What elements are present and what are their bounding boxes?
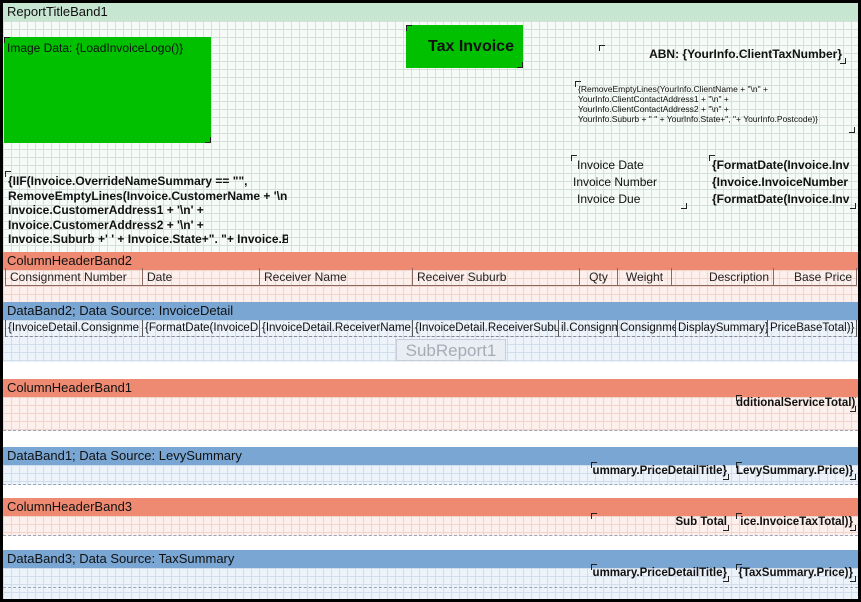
- levy-summary-title[interactable]: ummary.PriceDetailTitle}: [591, 462, 729, 480]
- detail-cell-description[interactable]: DisplaySummary}: [675, 320, 767, 337]
- col-header-receiver-name[interactable]: Receiver Name: [259, 268, 412, 286]
- invoice-values-block[interactable]: {FormatDate(Invoice.Inv {Invoice.Invoice…: [709, 155, 856, 209]
- invoice-due-label: Invoice Due: [577, 192, 641, 206]
- band-bottom-line: [3, 430, 858, 431]
- col-header-receiver-suburb[interactable]: Receiver Suburb: [412, 268, 579, 286]
- invoice-number-value: {Invoice.InvoiceNumber: [712, 175, 849, 189]
- band-header-column-header-3[interactable]: ColumnHeaderBand3: [3, 498, 858, 516]
- levy-summary-price[interactable]: LevySummary.Price)}: [736, 462, 856, 480]
- band-header-data-band-3[interactable]: DataBand3; Data Source: TaxSummary: [3, 550, 858, 568]
- data-band-1-area[interactable]: [3, 465, 858, 485]
- logo-image[interactable]: Image Data: {LoadInvoiceLogo()}: [4, 37, 211, 143]
- detail-cell-receiver-suburb[interactable]: {InvoiceDetail.ReceiverSubu: [412, 320, 558, 337]
- address-line: YourInfo.Suburb + " " + YourInfo.State+"…: [578, 114, 819, 124]
- col-header-description[interactable]: Description: [671, 268, 773, 286]
- customer-line: RemoveEmptyLines(Invoice.CustomerName + …: [8, 188, 288, 203]
- column-header-band-2-area[interactable]: [3, 270, 858, 302]
- customer-line: Invoice.CustomerAddress1 + '\n' +: [8, 203, 204, 217]
- company-address-block[interactable]: {RemoveEmptyLines(YourInfo.ClientName + …: [575, 81, 855, 133]
- tax-invoice-title[interactable]: Tax Invoice: [406, 25, 523, 68]
- detail-cell-receiver-name[interactable]: {InvoiceDetail.ReceiverName: [259, 320, 412, 337]
- tax-invoice-text: Tax Invoice: [428, 38, 514, 55]
- invoice-labels-block[interactable]: Invoice Date Invoice Number Invoice Due: [571, 155, 687, 209]
- detail-cell-base-price[interactable]: PriceBaseTotal)}: [767, 320, 857, 337]
- col-header-consignment-number[interactable]: Consignment Number: [5, 268, 142, 286]
- band-bottom-line: [3, 535, 858, 536]
- band-bottom-line: [3, 587, 858, 588]
- detail-cell-weight[interactable]: Consignme: [617, 320, 675, 337]
- band-header-report-title[interactable]: ReportTitleBand1: [3, 3, 858, 21]
- tax-summary-title[interactable]: ummary.PriceDetailTitle}: [591, 564, 729, 582]
- address-line: {RemoveEmptyLines(YourInfo.ClientName + …: [578, 84, 768, 94]
- band-bottom-line: [3, 484, 858, 485]
- address-line: YourInfo.ClientContactAddress2 + "\n" +: [578, 104, 729, 114]
- customer-line: {IIF(Invoice.OverrideNameSummary == "",: [8, 174, 248, 188]
- data-band-3-area[interactable]: [3, 568, 858, 599]
- col-header-date[interactable]: Date: [142, 268, 259, 286]
- customer-address-block[interactable]: {IIF(Invoice.OverrideNameSummary == "", …: [5, 171, 288, 243]
- customer-line: Invoice.Suburb +' ' + Invoice.State+", "…: [8, 232, 288, 243]
- band-header-column-header-2[interactable]: ColumnHeaderBand2: [3, 252, 858, 270]
- invoice-number-label: Invoice Number: [573, 175, 658, 189]
- band-header-column-header-1[interactable]: ColumnHeaderBand1: [3, 379, 858, 397]
- invoice-tax-total[interactable]: ice.InvoiceTaxTotal)}: [736, 513, 856, 531]
- customer-line: Invoice.CustomerAddress2 + '\n' +: [8, 217, 204, 232]
- abn-text[interactable]: ABN: {YourInfo.ClientTaxNumber}: [599, 45, 846, 64]
- additional-service-total[interactable]: dditionalServiceTotal)}: [736, 395, 856, 412]
- band-header-data-band-2[interactable]: DataBand2; Data Source: InvoiceDetail: [3, 302, 858, 320]
- subreport-1[interactable]: SubReport1: [396, 339, 506, 361]
- invoice-due-value: {FormatDate(Invoice.Inv: [712, 192, 850, 206]
- invoice-date-label: Invoice Date: [577, 158, 644, 172]
- invoice-date-value: {FormatDate(Invoice.Inv: [712, 158, 850, 172]
- column-header-band-3-area[interactable]: [3, 516, 858, 536]
- detail-cell-date[interactable]: {FormatDate(InvoiceD: [142, 320, 259, 337]
- logo-image-label: Image Data: {LoadInvoiceLogo()}: [7, 41, 184, 55]
- band-header-data-band-1[interactable]: DataBand1; Data Source: LevySummary: [3, 447, 858, 465]
- column-header-band-1-area[interactable]: [3, 397, 858, 431]
- report-page: ReportTitleBand1 Image Data: {LoadInvoic…: [3, 3, 858, 599]
- col-header-qty[interactable]: Qty: [579, 268, 617, 286]
- sub-total-label[interactable]: Sub Total: [591, 513, 729, 531]
- tax-summary-price[interactable]: {TaxSummary.Price)}: [736, 564, 856, 582]
- detail-cell-consignment[interactable]: {InvoiceDetail.Consignme: [5, 320, 142, 337]
- col-header-base-price[interactable]: Base Price: [773, 268, 857, 286]
- col-header-weight[interactable]: Weight: [617, 268, 671, 286]
- detail-cell-qty[interactable]: il.Consignm: [558, 320, 617, 337]
- address-line: YourInfo.ClientContactAddress1 + "\n" +: [578, 94, 729, 104]
